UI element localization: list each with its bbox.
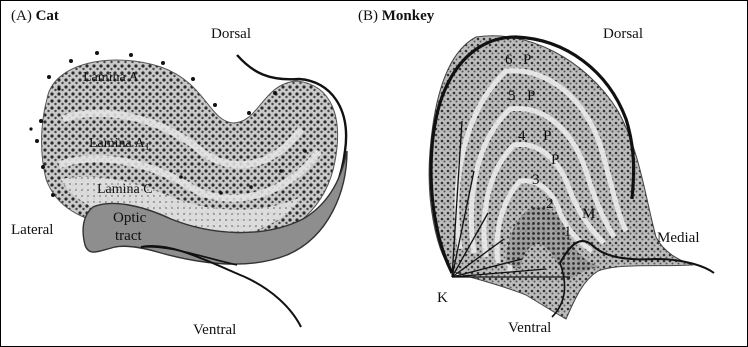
monkey-medial-label: Medial bbox=[657, 231, 700, 246]
cat-lateral-label: Lateral bbox=[11, 223, 53, 238]
layer-6-number: 6 bbox=[505, 53, 513, 68]
monkey-dorsal-label: Dorsal bbox=[603, 27, 643, 42]
cat-panel-species: Cat bbox=[36, 8, 59, 24]
cat-optic-label-1: Optic bbox=[113, 211, 146, 226]
cat-optic-label-2: tract bbox=[115, 229, 142, 244]
monkey-panel-title: (B) Monkey bbox=[358, 9, 434, 24]
cat-lamina-a1-sub: 1 bbox=[145, 142, 150, 153]
cat-lgn-drawing bbox=[1, 1, 356, 346]
layer-3-number: 3 bbox=[532, 173, 540, 188]
cat-dorsal-label: Dorsal bbox=[211, 27, 251, 42]
cat-lamina-a-label: Lamina A bbox=[83, 71, 139, 85]
layer-4-number: 4 bbox=[518, 129, 526, 144]
cat-ventral-label: Ventral bbox=[193, 323, 236, 338]
panel-cat: (A) Cat Dorsal Lamina A Lamina A1 Lamina… bbox=[1, 1, 356, 346]
layer-6-type: P bbox=[523, 53, 531, 68]
panel-monkey: (B) Monkey Dorsal Medial Ventral K 6 P 5… bbox=[356, 1, 747, 346]
layer-1-number: 1 bbox=[564, 225, 572, 240]
cat-panel-title: (A) Cat bbox=[11, 9, 59, 24]
cat-lamina-a1-label: Lamina A1 bbox=[89, 137, 150, 153]
monkey-k-label: K bbox=[437, 291, 448, 306]
layer-3-type: P bbox=[551, 153, 559, 168]
layer-2-type: M bbox=[582, 207, 595, 222]
cat-panel-tag: (A) bbox=[11, 8, 32, 24]
monkey-panel-species: Monkey bbox=[382, 8, 435, 24]
layer-2-number: 2 bbox=[546, 197, 554, 212]
cat-lamina-c-label: Lamina C bbox=[97, 183, 153, 197]
layer-5-number: 5 bbox=[508, 89, 516, 104]
monkey-panel-tag: (B) bbox=[358, 8, 378, 24]
monkey-lgn-drawing bbox=[356, 1, 747, 346]
layer-4-type: P bbox=[543, 129, 551, 144]
monkey-ventral-label: Ventral bbox=[508, 321, 551, 336]
layer-5-type: P bbox=[527, 89, 535, 104]
cat-lamina-a1-main: Lamina A bbox=[89, 136, 145, 151]
